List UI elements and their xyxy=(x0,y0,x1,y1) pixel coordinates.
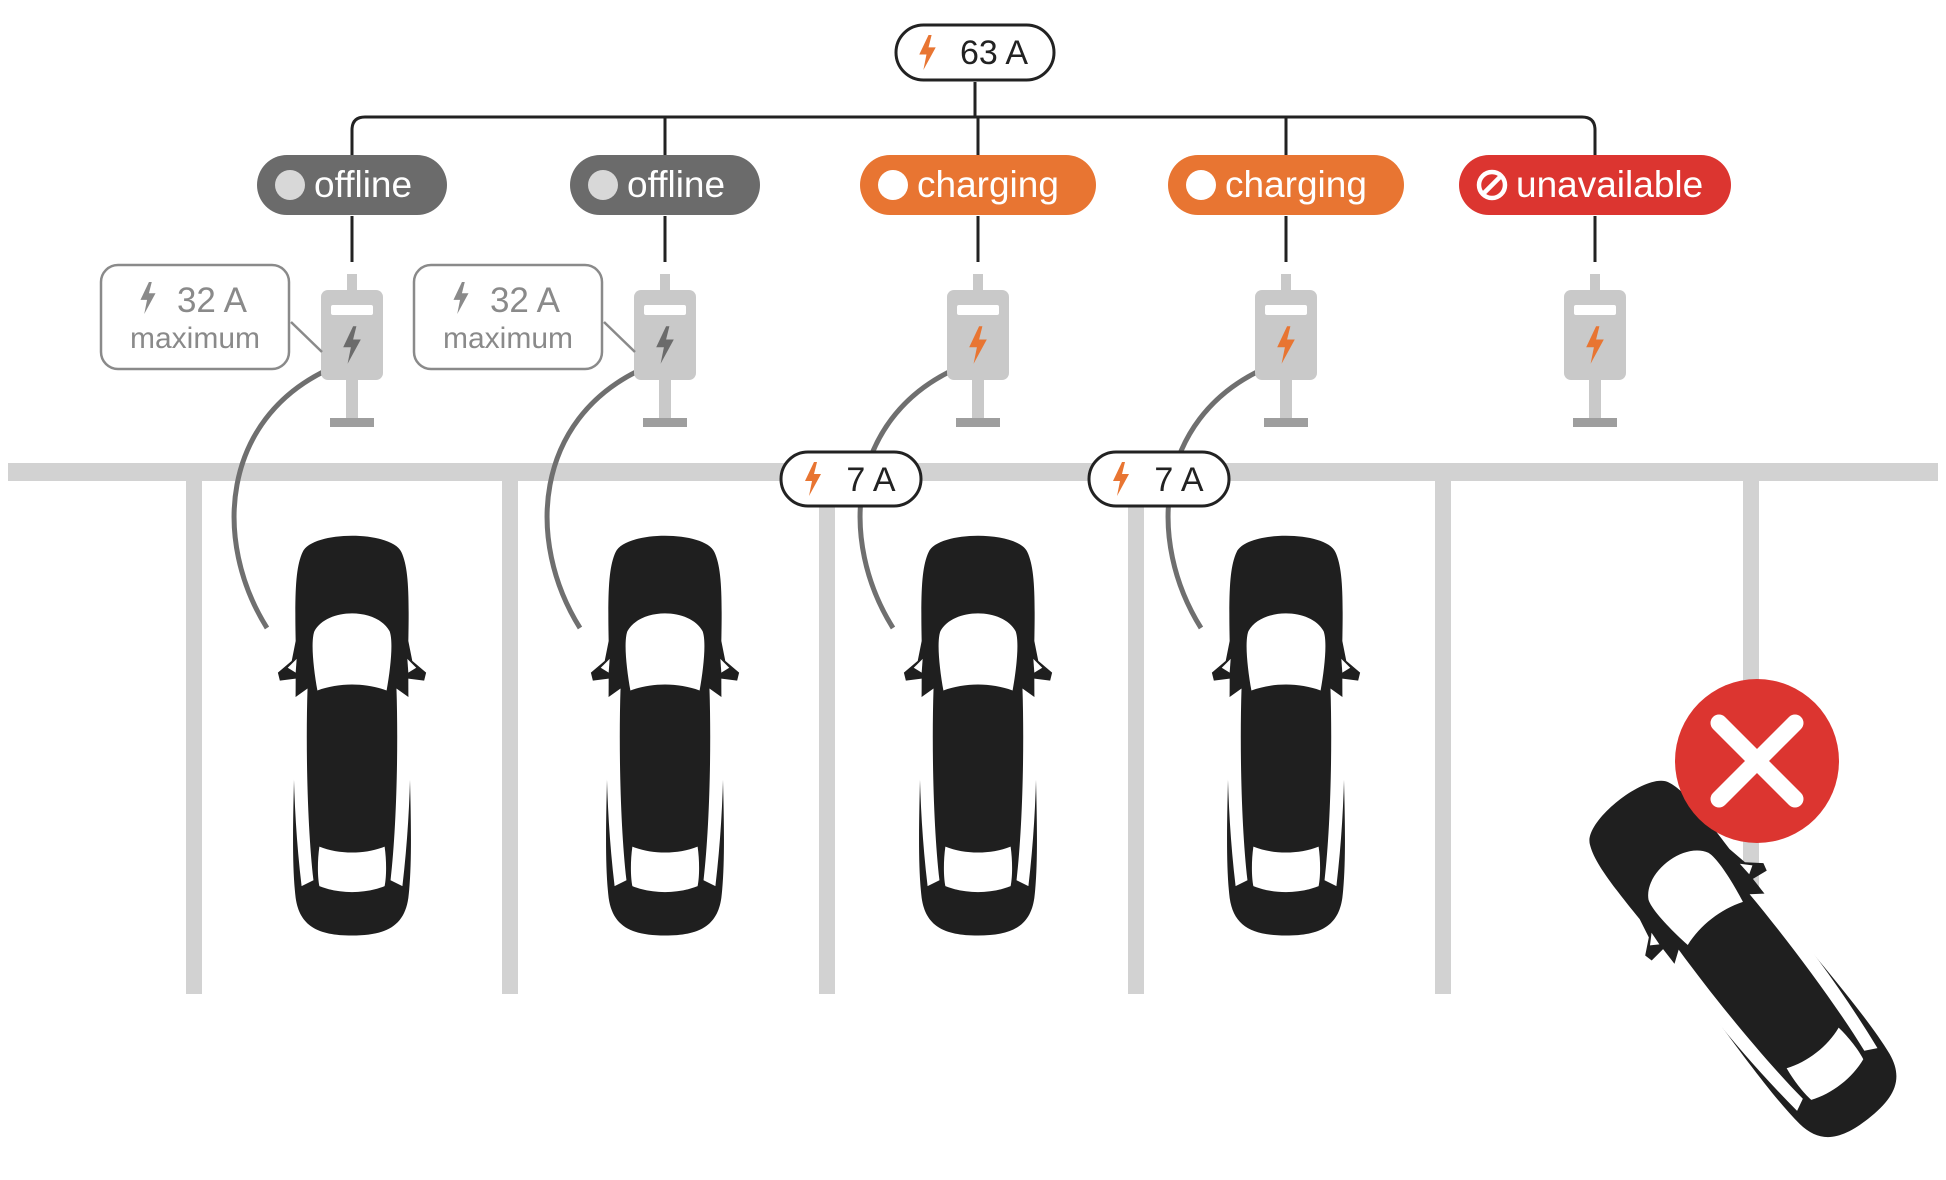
station-status-pill: charging xyxy=(1168,155,1404,215)
parked-car xyxy=(590,535,740,936)
prohibited-icon xyxy=(1476,169,1508,201)
max-current-note: maximum xyxy=(130,322,260,355)
charging-current-value: 7 A xyxy=(1154,461,1203,499)
station-status-pill: unavailable xyxy=(1459,155,1731,215)
ev-charger xyxy=(1564,274,1626,427)
station-status-label: offline xyxy=(627,164,725,205)
station-status-label: unavailable xyxy=(1516,164,1703,205)
station-status-label: offline xyxy=(314,164,412,205)
station-status-label: charging xyxy=(1225,164,1367,205)
max-current-value: 32 A xyxy=(177,281,248,320)
circle-dot-icon xyxy=(878,170,908,200)
charging-cable xyxy=(231,367,329,630)
ev-charger xyxy=(634,274,696,427)
parking-divider xyxy=(502,481,518,994)
station-status-label: charging xyxy=(917,164,1059,205)
parked-car xyxy=(1211,535,1361,936)
parking-divider xyxy=(1435,481,1451,994)
parking-divider xyxy=(819,481,835,994)
ev-charger xyxy=(321,274,383,427)
circle-dot-icon xyxy=(275,170,305,200)
parking-divider xyxy=(1128,481,1144,994)
parked-car xyxy=(903,535,1053,936)
station-status-pill: offline xyxy=(257,155,447,215)
charging-current-pill: 7 A xyxy=(1087,450,1231,508)
error-marker xyxy=(1675,679,1839,843)
station-status-pill: charging xyxy=(860,155,1096,215)
charging-current-value: 7 A xyxy=(846,461,895,499)
parking-divider xyxy=(186,481,202,994)
charging-current-pill: 7 A xyxy=(779,450,923,508)
circle-dot-icon xyxy=(588,170,618,200)
ev-charger xyxy=(1255,274,1317,427)
parking-lot xyxy=(8,463,1938,994)
close-icon xyxy=(1710,714,1804,808)
power-distribution-lines xyxy=(350,82,1597,262)
curb xyxy=(8,463,1938,481)
charging-cable xyxy=(544,367,642,630)
circle-dot-icon xyxy=(1186,170,1216,200)
station-status-pill: offline xyxy=(570,155,760,215)
supply-current-badge: 63 A xyxy=(894,23,1056,82)
max-current-note: maximum xyxy=(443,322,573,355)
max-current-value: 32 A xyxy=(490,281,561,320)
bus-line xyxy=(350,115,1597,160)
parked-car xyxy=(277,535,427,936)
supply-current-value: 63 A xyxy=(960,34,1028,72)
ev-charger xyxy=(947,274,1009,427)
